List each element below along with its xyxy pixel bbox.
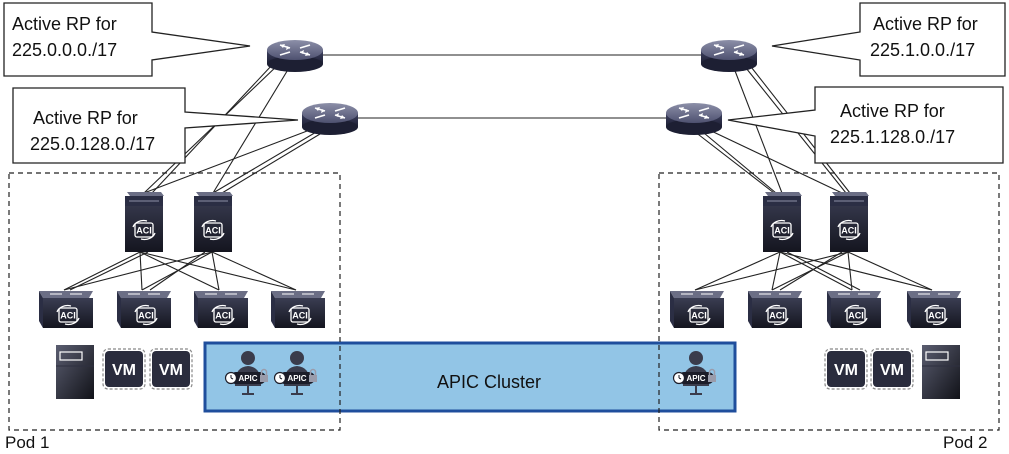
pod2-label: Pod 2 bbox=[943, 433, 987, 452]
pod1-server-icon bbox=[55, 344, 95, 400]
pod2-server-icon bbox=[921, 344, 961, 400]
router-rp-pod2-a-icon bbox=[700, 39, 758, 73]
apic-controller-3-label: APIC bbox=[686, 374, 705, 383]
apic-controller-3-icon: APIC bbox=[672, 350, 717, 395]
pod1-spine-2-icon bbox=[194, 192, 233, 252]
pod2-boundary bbox=[658, 172, 1000, 431]
pod2-leaf-1-icon bbox=[670, 291, 724, 328]
pod1-label: Pod 1 bbox=[5, 433, 49, 452]
pod1-spine-1-icon bbox=[125, 192, 164, 252]
pod2-spine-2-icon bbox=[830, 192, 869, 252]
pod1-boundary bbox=[8, 172, 341, 431]
pod1-leaf-2-icon bbox=[117, 291, 171, 328]
callout-rp3-line2: 225.1.0.0./17 bbox=[870, 40, 975, 60]
pod2-spine-1-icon bbox=[763, 192, 802, 252]
wan-links bbox=[320, 54, 702, 119]
router-rp-pod1-a-icon bbox=[266, 39, 324, 73]
pod1-fabric-links bbox=[63, 251, 297, 291]
pod2-leaf-2-icon bbox=[748, 291, 802, 328]
callout-rp3-line1: Active RP for bbox=[873, 14, 978, 34]
pod2-vm-1-label: VM bbox=[834, 362, 858, 379]
pod1-vm-1-label: VM bbox=[112, 362, 136, 379]
apic-controller-1-label: APIC bbox=[238, 374, 257, 383]
pod1-vm-1-icon: VM bbox=[102, 348, 146, 390]
apic-cluster-label: APIC Cluster bbox=[437, 372, 541, 392]
callout-rp-225-1-0-0: Active RP for 225.1.0.0./17 bbox=[771, 2, 1006, 77]
pod1-leaf-4-icon bbox=[271, 291, 325, 328]
apic-controller-2-label: APIC bbox=[287, 374, 306, 383]
pod2-vm-2-icon: VM bbox=[870, 348, 914, 390]
callout-rp4-line2: 225.1.128.0./17 bbox=[830, 127, 955, 147]
pod2-leaf-4-icon bbox=[907, 291, 961, 328]
pod2-leaf-3-icon bbox=[827, 291, 881, 328]
callout-rp-225-1-128-0: Active RP for 225.1.128.0./17 bbox=[727, 86, 1004, 164]
callout-rp1-line2: 225.0.0.0./17 bbox=[12, 40, 117, 60]
pod1-leaf-1-icon bbox=[39, 291, 93, 328]
callout-rp1-line1: Active RP for bbox=[12, 14, 117, 34]
pod1-vm-2-icon: VM bbox=[149, 348, 193, 390]
pod2-vm-2-label: VM bbox=[880, 362, 904, 379]
apic-controller-1-icon: APIC bbox=[224, 350, 269, 395]
pod1-leaf-3-icon bbox=[194, 291, 248, 328]
callout-rp2-line2: 225.0.128.0./17 bbox=[30, 134, 155, 154]
pod2-fabric-links bbox=[694, 251, 933, 291]
callout-rp4-line1: Active RP for bbox=[840, 101, 945, 121]
callout-rp-225-0-0-0: Active RP for 225.0.0.0./17 bbox=[3, 2, 251, 77]
apic-controller-2-icon: APIC bbox=[273, 350, 318, 395]
pod1-vm-2-label: VM bbox=[159, 362, 183, 379]
pod1-uplinks bbox=[143, 62, 331, 194]
router-rp-pod1-b-icon bbox=[301, 102, 359, 136]
callout-rp2-line1: Active RP for bbox=[33, 108, 138, 128]
callout-rp-225-0-128-0: Active RP for 225.0.128.0./17 bbox=[12, 87, 299, 164]
router-rp-pod2-b-icon bbox=[665, 102, 723, 136]
pod2-vm-1-icon: VM bbox=[824, 348, 868, 390]
